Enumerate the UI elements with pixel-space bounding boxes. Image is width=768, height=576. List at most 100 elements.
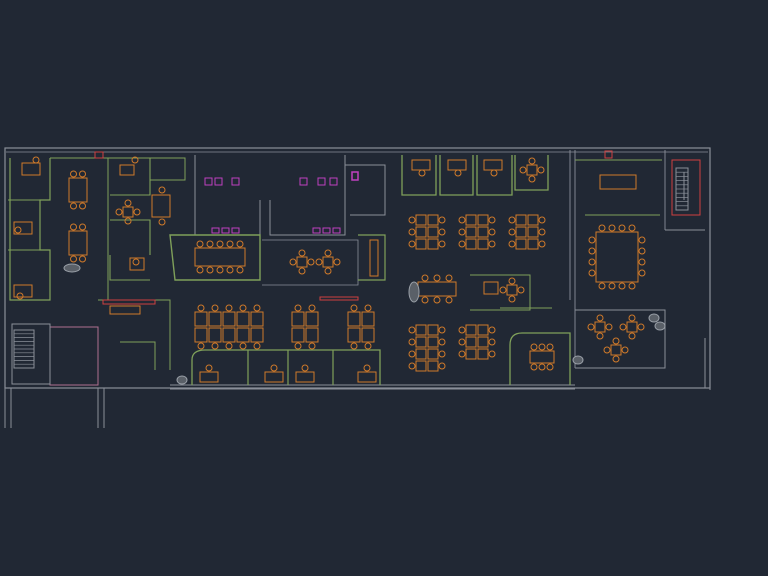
workstation-chair <box>408 216 416 224</box>
lounge-wall <box>262 239 359 286</box>
workstation-desk <box>427 360 439 372</box>
chair <box>596 314 604 322</box>
chair <box>333 258 341 266</box>
workstation-chair <box>211 342 219 350</box>
small-office-partition <box>247 350 334 385</box>
small-table <box>122 206 134 218</box>
workstation-desk <box>465 214 477 226</box>
bench <box>109 305 141 315</box>
meeting-room-partition <box>509 332 571 385</box>
conference-table <box>194 247 246 267</box>
small-table <box>506 284 518 296</box>
chair <box>537 166 545 174</box>
workstation-desk <box>415 238 427 250</box>
chair <box>637 323 645 331</box>
office-desk <box>199 371 219 383</box>
office-chair <box>32 156 40 164</box>
office-desk <box>447 159 467 171</box>
exterior-wall-stub <box>704 338 711 390</box>
conference-chair <box>216 266 224 274</box>
workstation-desk <box>527 214 539 226</box>
workstation-chair <box>253 304 261 312</box>
workstation-chair <box>408 326 416 334</box>
office-desk <box>483 159 503 171</box>
plant <box>63 263 81 273</box>
conference-chair <box>216 240 224 248</box>
chair <box>519 166 527 174</box>
chair <box>499 286 507 294</box>
chair <box>421 274 429 282</box>
chair <box>315 258 323 266</box>
conference-chair <box>226 240 234 248</box>
office-desk <box>119 164 135 176</box>
workstation-chair <box>225 342 233 350</box>
meeting-table <box>529 350 555 364</box>
boardroom-chair <box>598 282 606 290</box>
workstation-desk <box>305 311 319 327</box>
workstation-chair <box>350 342 358 350</box>
office-chair <box>270 364 278 372</box>
sink-fixture <box>211 227 220 234</box>
workstation-chair <box>211 304 219 312</box>
workstation-desk <box>222 311 236 327</box>
east-core-wall <box>569 150 576 368</box>
workstation-desk <box>477 348 489 360</box>
meeting-chair <box>70 255 77 263</box>
workstation-desk <box>465 238 477 250</box>
plant <box>176 375 188 385</box>
workstation-chair <box>488 338 496 346</box>
workstation-chair <box>253 342 261 350</box>
workstation-desk <box>250 311 264 327</box>
boardroom-chair <box>608 224 616 232</box>
chair <box>433 296 441 304</box>
office-chair <box>131 156 139 164</box>
office-partition <box>109 157 151 281</box>
small-table <box>526 164 538 176</box>
office-chair <box>301 364 309 372</box>
small-table <box>296 256 308 268</box>
workstation-chair <box>438 216 446 224</box>
office-chair <box>418 169 426 177</box>
office-chair <box>490 169 498 177</box>
workstation-chair <box>458 240 466 248</box>
boardroom-table <box>595 231 639 283</box>
meeting-chair <box>70 170 77 178</box>
office-chair <box>16 292 24 300</box>
boardroom-chair <box>638 236 646 244</box>
plant <box>654 321 666 331</box>
office-desk <box>21 162 41 176</box>
workstation-chair <box>408 228 416 236</box>
workstation-chair <box>438 350 446 358</box>
workstation-chair <box>438 338 446 346</box>
meeting-chair <box>70 202 77 210</box>
chair <box>307 258 315 266</box>
small-table <box>626 321 638 333</box>
meeting-chair <box>79 170 86 178</box>
pod-room-wall <box>575 309 666 369</box>
chair <box>433 274 441 282</box>
workstation-chair <box>508 240 516 248</box>
workstation-desk <box>427 324 439 336</box>
office-desk <box>151 194 171 218</box>
partition <box>120 341 156 370</box>
workstation-chair <box>488 350 496 358</box>
workstation-desk <box>291 327 305 343</box>
restroom-fixtures <box>94 150 613 234</box>
boardroom-chair <box>628 224 636 232</box>
boardroom-chair <box>588 258 596 266</box>
conference-chair <box>206 240 214 248</box>
workstation-desk <box>415 226 427 238</box>
workstation-chair <box>458 350 466 358</box>
column-marker <box>604 150 613 159</box>
chair <box>628 332 636 340</box>
workstation-chair <box>239 342 247 350</box>
meeting-chair <box>546 343 554 351</box>
chair <box>628 314 636 322</box>
workstation-desk <box>305 327 319 343</box>
chair <box>612 355 620 363</box>
workstation-chair <box>408 350 416 358</box>
workstation-desk <box>527 226 539 238</box>
restroom-wall <box>194 155 346 236</box>
workstation-desk <box>465 348 477 360</box>
